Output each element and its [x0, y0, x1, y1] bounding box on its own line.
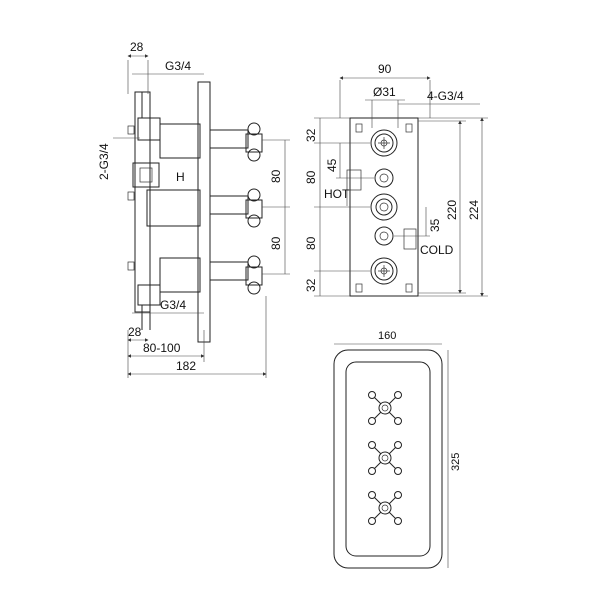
faceplate-outer [333, 349, 443, 569]
front-port-top [370, 129, 398, 157]
front-dim-dia31: Ø31 [373, 85, 396, 99]
side-view: H 28 G3/4 2-G3/4 80 80 G3/4 28 8 [97, 40, 290, 378]
side-spindle-1 [209, 129, 249, 149]
front-dim-80-upper: 80 [304, 170, 318, 184]
side-spindle-2 [209, 195, 249, 215]
side-top-pipe [137, 92, 161, 141]
front-dim-80-lower: 80 [304, 236, 318, 250]
front-port-hot [374, 168, 394, 188]
side-dim-g34-bottom: G3/4 [160, 298, 186, 312]
faceplate-handle-bottom [368, 491, 402, 525]
front-dim-32-bottom: 32 [304, 278, 318, 292]
front-dim-32-top: 32 [304, 128, 318, 142]
front-dim-45: 45 [325, 158, 339, 172]
side-dim-g34-top: G3/4 [165, 59, 191, 73]
side-label-h: H [176, 170, 185, 184]
side-body [134, 91, 151, 313]
front-label-cold: COLD [420, 243, 454, 257]
front-port-center [370, 193, 398, 221]
side-spindle-3 [209, 261, 249, 281]
front-dim-35: 35 [428, 218, 442, 232]
faceplate-handle-top [368, 391, 402, 425]
front-port-bottom [370, 257, 398, 285]
front-dim-220: 220 [445, 200, 459, 220]
side-dim-182: 182 [176, 359, 196, 373]
side-dim-28-top: 28 [130, 40, 144, 54]
side-dim-80-100: 80-100 [143, 341, 181, 355]
front-dim-90: 90 [378, 62, 392, 76]
side-dim-80-lower: 80 [269, 236, 283, 250]
side-inlet-fitting [132, 162, 160, 188]
side-housing-1 [159, 123, 201, 159]
side-handle-2 [245, 188, 263, 228]
side-housing-2 [146, 189, 201, 227]
faceplate-dim-325: 325 [450, 453, 462, 471]
side-dim-2g34: 2-G3/4 [97, 143, 111, 180]
faceplate-inner [345, 361, 431, 557]
front-valve-view: 90 Ø31 4-G3/4 32 80 80 32 45 HOT 35 COLD [304, 62, 488, 297]
side-dim-28-bottom: 28 [128, 325, 142, 339]
faceplate-dim-160: 160 [378, 330, 396, 342]
side-bottom-pipe [137, 284, 161, 330]
side-housing-3 [159, 257, 201, 293]
front-port-cold [374, 226, 394, 246]
faceplate-handle-middle [368, 441, 402, 475]
side-handle-3 [245, 255, 263, 295]
front-dim-4g34: 4-G3/4 [427, 89, 464, 103]
side-dim-80-upper: 80 [269, 169, 283, 183]
front-dim-224: 224 [467, 200, 481, 220]
faceplate-view: 160 325 [333, 330, 462, 569]
front-label-hot: HOT [324, 187, 350, 201]
side-handle-1 [245, 122, 263, 162]
